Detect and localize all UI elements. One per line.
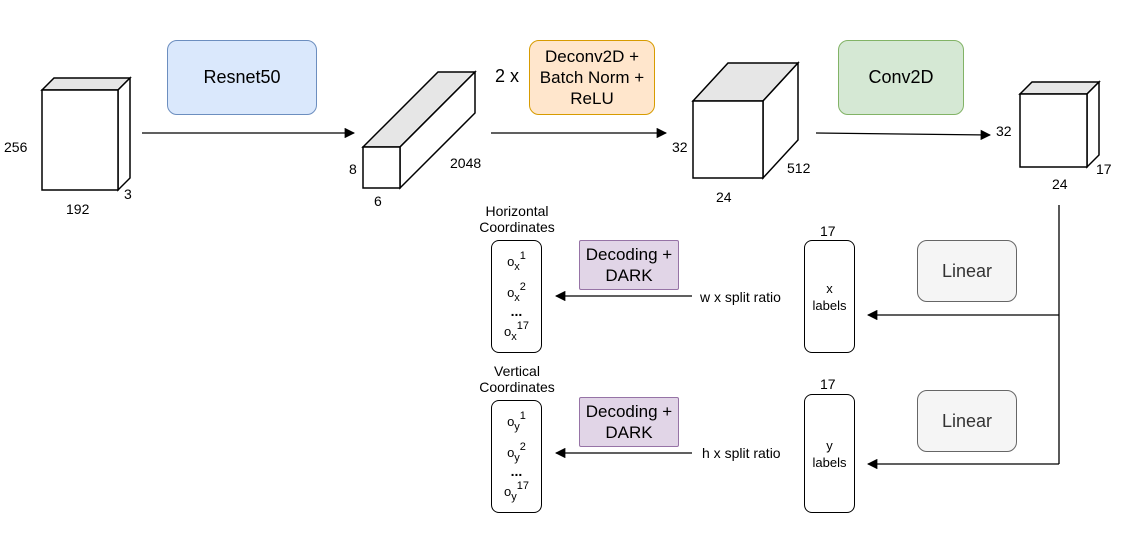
deconv-box: Deconv2D + Batch Norm + ReLU: [529, 40, 655, 115]
x-labels-line-1: x: [826, 280, 833, 296]
x-count-label: 17: [820, 223, 836, 239]
y-labels-line-1: y: [826, 437, 833, 453]
resnet50-box: Resnet50: [167, 40, 317, 115]
conv2d-box: Conv2D: [838, 40, 964, 115]
x-coord-ellipsis: ...: [510, 303, 523, 319]
x-coords-box: ox1 ox2 ... ox17: [491, 240, 542, 353]
x-labels-box: x labels: [804, 240, 855, 353]
heatmap-block-cube: [1018, 80, 1101, 169]
x-coord-1: ox1: [507, 250, 526, 273]
deconv-depth-label: 512: [787, 160, 811, 176]
x-linear-box: Linear: [917, 240, 1017, 302]
x-decoding-box: Decoding + DARK: [579, 240, 679, 290]
deconv-height-label: 32: [672, 139, 688, 155]
y-decoding-line-2: DARK: [605, 423, 653, 442]
y-coords-title-line-2: Coordinates: [479, 379, 555, 395]
heatmap-height-label: 32: [996, 123, 1012, 139]
y-coord-ellipsis: ...: [510, 463, 523, 479]
heatmap-width-label: 24: [1052, 176, 1068, 192]
feature-block-cube: [361, 70, 477, 190]
y-coord-2: oy2: [507, 441, 526, 464]
y-linear-box: Linear: [917, 390, 1017, 452]
y-coord-1: oy1: [507, 410, 526, 433]
x-coord-2: ox2: [507, 281, 526, 304]
x-decoding-line-2: DARK: [605, 266, 653, 285]
y-labels-line-2: labels: [812, 454, 847, 470]
deconv-line-1: Deconv2D +: [544, 47, 640, 66]
input-depth-label: 3: [124, 186, 132, 202]
x-coords-title: Horizontal Coordinates: [470, 203, 564, 235]
x-coords-title-line-1: Horizontal: [485, 203, 549, 219]
y-coords-box: oy1 oy2 ... oy17: [491, 400, 542, 513]
x-coords-title-line-2: Coordinates: [479, 219, 555, 235]
feature-height-label: 8: [349, 161, 357, 177]
feature-width-label: 6: [374, 193, 382, 209]
deconv-block-cube: [691, 61, 800, 180]
x-decoding-line-1: Decoding +: [585, 245, 673, 264]
heatmap-depth-label: 17: [1096, 161, 1112, 177]
deconv-repeat-label: 2 x: [495, 66, 520, 86]
deconv-line-2: Batch Norm +: [539, 68, 645, 87]
x-ratio-label: w x split ratio: [700, 289, 781, 305]
x-coord-17: ox17: [504, 320, 529, 343]
y-count-label: 17: [820, 376, 836, 392]
deconv-line-3: ReLU: [570, 89, 614, 108]
input-block-cube: [40, 76, 132, 192]
y-coord-17: oy17: [504, 480, 529, 503]
arrow-deconv-to-heatmap: [815, 129, 992, 141]
input-width-label: 192: [66, 201, 90, 217]
y-coords-title-line-1: Vertical: [494, 363, 540, 379]
input-height-label: 256: [4, 139, 28, 155]
feature-depth-label: 2048: [450, 155, 482, 171]
deconv-width-label: 24: [716, 189, 732, 205]
y-coords-title: Vertical Coordinates: [470, 363, 564, 395]
y-decoding-line-1: Decoding +: [585, 402, 673, 421]
y-labels-box: y labels: [804, 394, 855, 513]
x-labels-line-2: labels: [812, 297, 847, 313]
y-ratio-label: h x split ratio: [702, 445, 781, 461]
y-decoding-box: Decoding + DARK: [579, 397, 679, 447]
